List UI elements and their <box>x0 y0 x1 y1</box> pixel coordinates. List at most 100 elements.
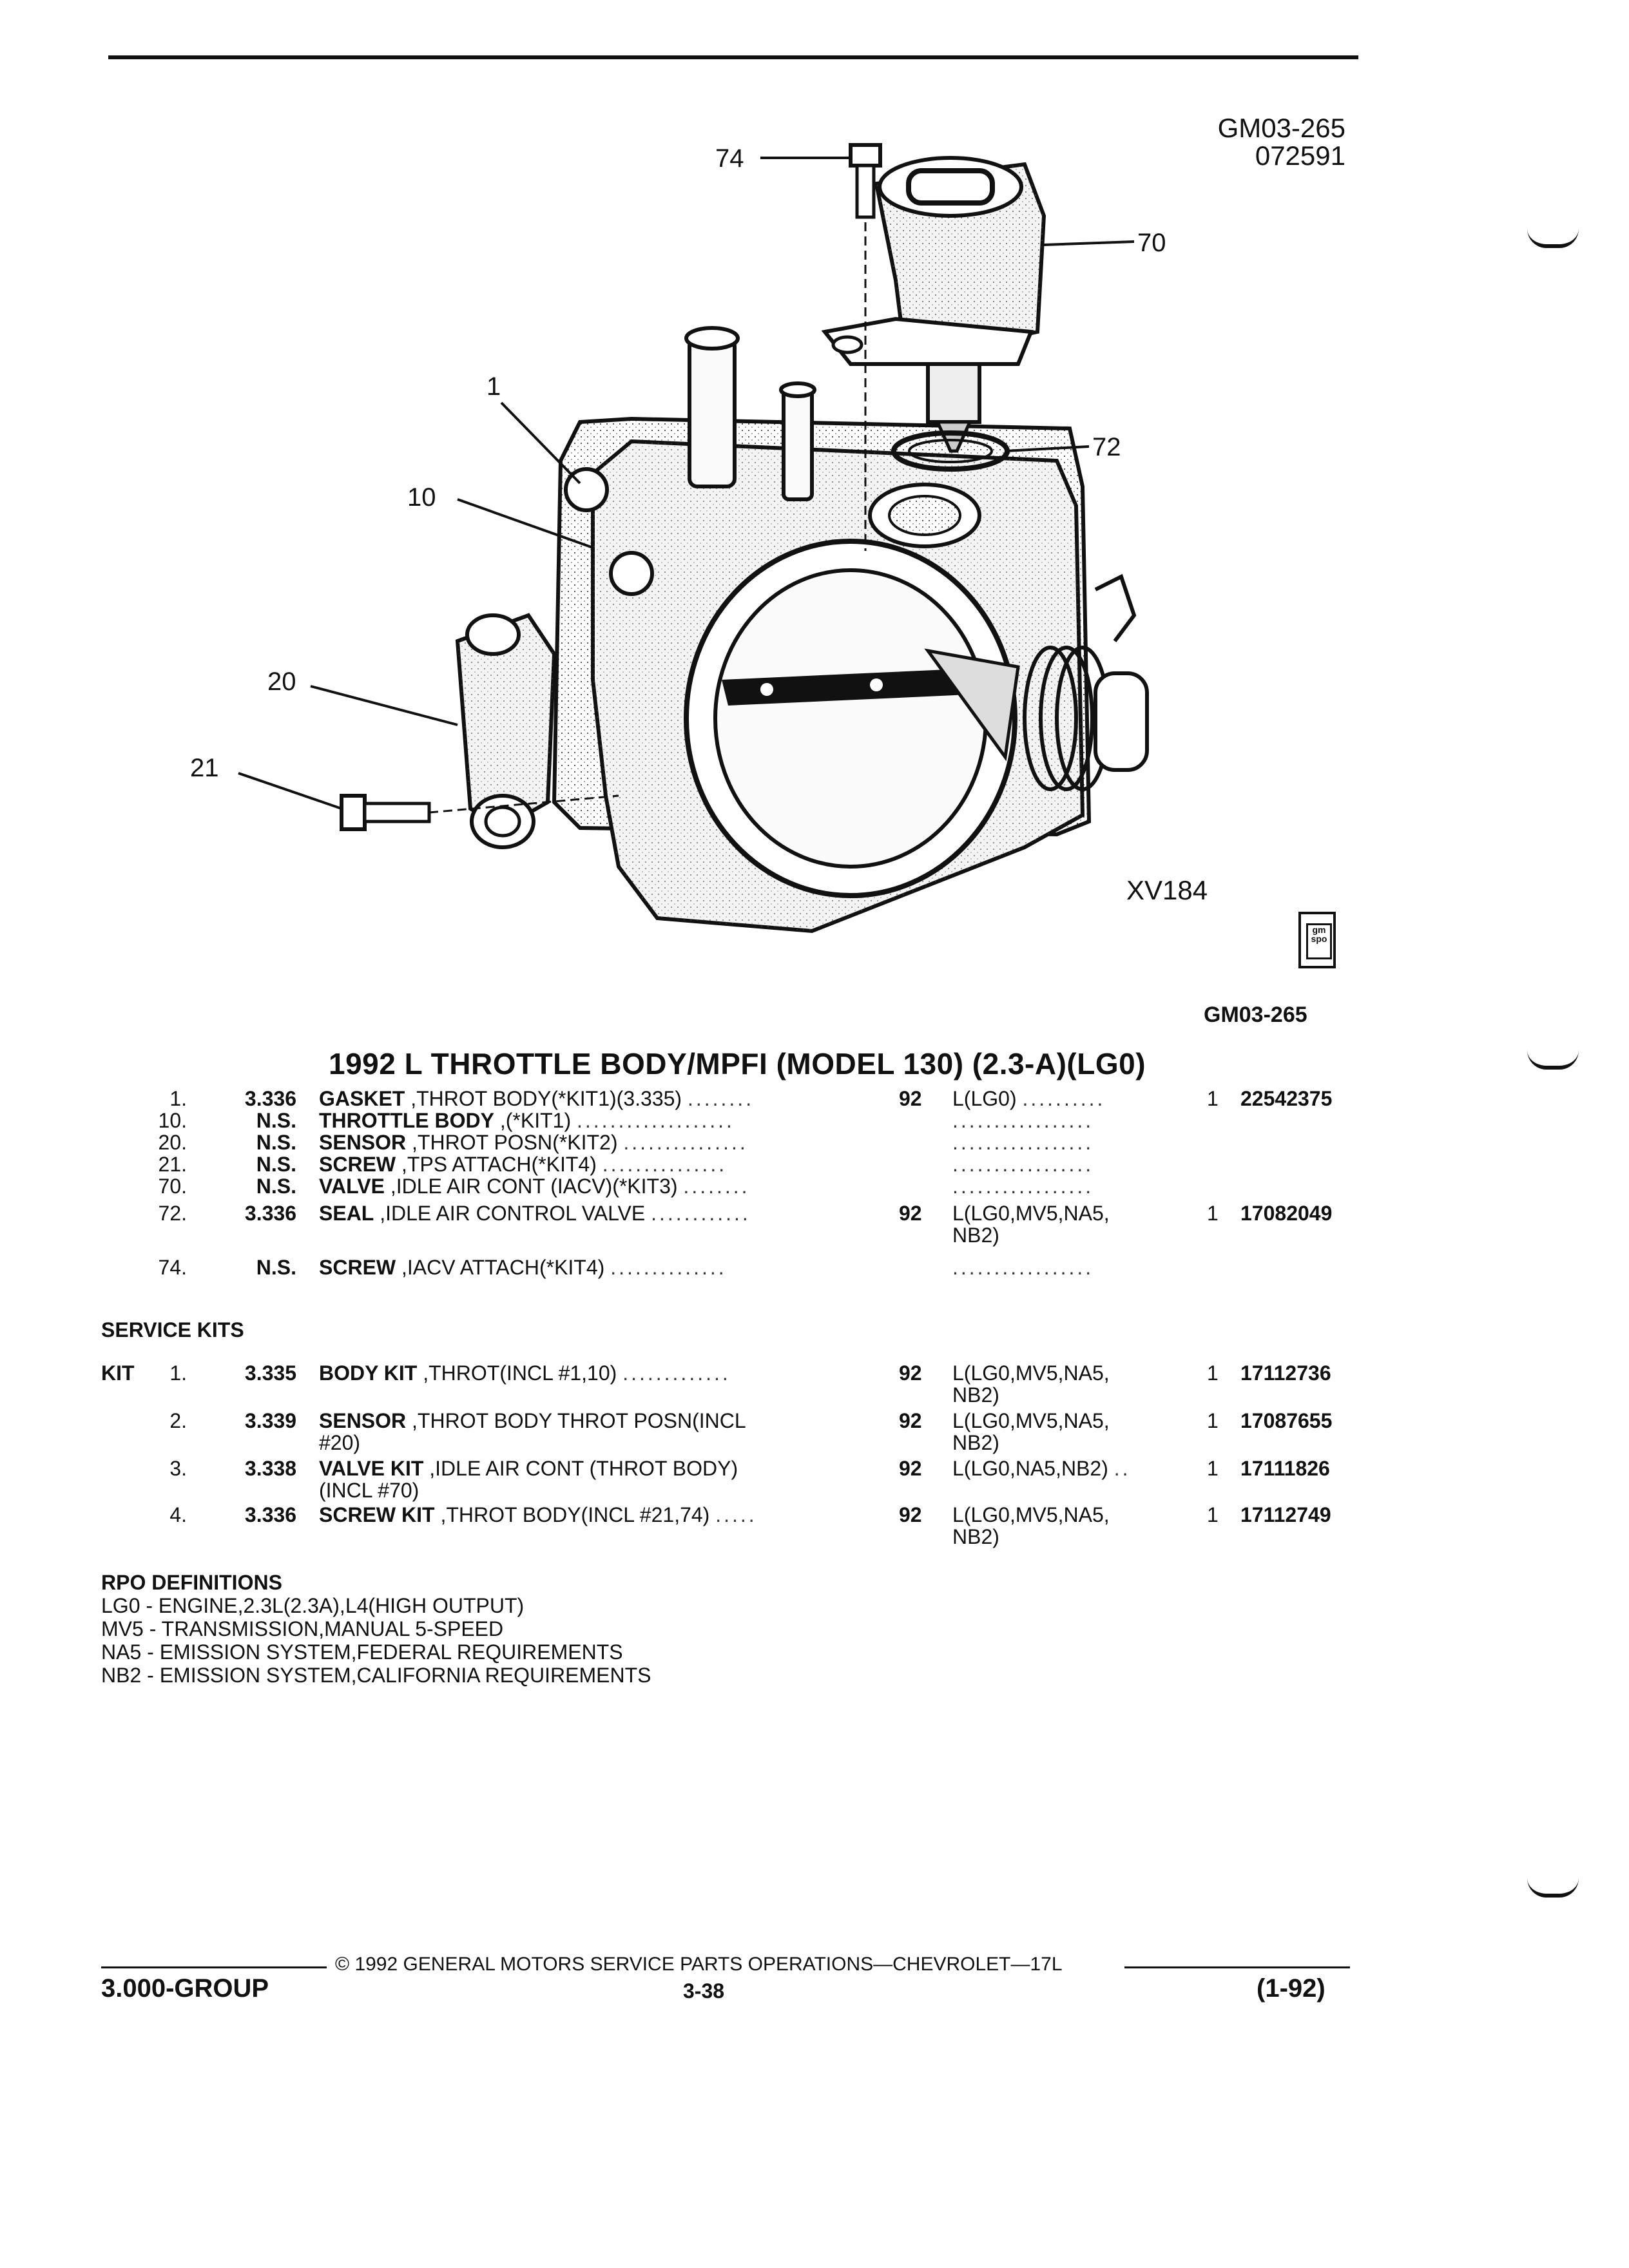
kit-app: L(LG0,MV5,NA5, <box>952 1409 1110 1432</box>
part-desc: SENSOR ,THROT POSN(*KIT2) ..............… <box>319 1131 748 1154</box>
part-key: 70. <box>158 1175 187 1198</box>
callout-70: 70 <box>1137 229 1166 257</box>
kit-ref: 3.338 <box>244 1457 296 1480</box>
kit-desc-continued: (INCL #70) <box>319 1479 419 1502</box>
part-desc-text: ,(*KIT1) <box>499 1109 572 1132</box>
kit-year: 92 <box>899 1409 922 1432</box>
part-ref: N.S. <box>256 1109 296 1132</box>
part-app-continued: NB2) <box>952 1224 999 1247</box>
rpo-line: NB2 - EMISSION SYSTEM,CALIFORNIA REQUIRE… <box>101 1664 651 1687</box>
callout-21: 21 <box>190 754 219 782</box>
part-qty: 1 <box>1207 1087 1219 1110</box>
part-name: SCREW <box>319 1153 396 1176</box>
part-desc-text: ,THROT POSN(*KIT2) <box>412 1131 618 1154</box>
illustration-code-secondary: GM03-265 <box>1204 1003 1307 1027</box>
kit-app: L(LG0,NA5,NB2) .. <box>952 1457 1131 1480</box>
part-name: VALVE <box>319 1175 385 1198</box>
kit-label: KIT <box>101 1361 135 1385</box>
service-kits-heading: SERVICE KITS <box>101 1318 244 1341</box>
kit-desc-continued: #20) <box>319 1431 361 1454</box>
part-qty: 1 <box>1207 1202 1219 1225</box>
part-desc: GASKET ,THROT BODY(*KIT1)(3.335) .......… <box>319 1087 755 1110</box>
margin-mark <box>1527 1878 1579 1898</box>
kit-name: SCREW KIT <box>319 1503 435 1526</box>
rpo-line: MV5 - TRANSMISSION,MANUAL 5-SPEED <box>101 1617 504 1640</box>
part-app-leader: ................. <box>952 1175 1094 1198</box>
part-key: 1. <box>169 1087 187 1110</box>
part-name: THROTTLE BODY <box>319 1109 494 1132</box>
part-app: L(LG0) .......... <box>952 1087 1106 1110</box>
kit-name: BODY KIT <box>319 1361 418 1385</box>
part-ref: 3.336 <box>244 1202 296 1225</box>
margin-mark <box>1527 229 1579 248</box>
kit-key: 3. <box>169 1457 187 1480</box>
kit-app-continued: NB2) <box>952 1525 999 1548</box>
part-desc-text: ,IACV ATTACH(*KIT4) <box>401 1256 605 1279</box>
part-desc-text: ,IDLE AIR CONT (IACV)(*KIT3) <box>390 1175 678 1198</box>
footer-rule-left <box>101 1966 327 1968</box>
part-name: SEAL <box>319 1202 374 1225</box>
footer-copyright: © 1992 GENERAL MOTORS SERVICE PARTS OPER… <box>335 1954 1063 1975</box>
margin-mark <box>1527 1050 1579 1070</box>
part-ref: N.S. <box>256 1131 296 1154</box>
kit-part-number: 17087655 <box>1240 1409 1333 1432</box>
part-ref: N.S. <box>256 1153 296 1176</box>
part-desc: SEAL ,IDLE AIR CONTROL VALVE ...........… <box>319 1202 751 1225</box>
rpo-line: NA5 - EMISSION SYSTEM,FEDERAL REQUIREMEN… <box>101 1640 623 1664</box>
part-app: L(LG0,MV5,NA5, <box>952 1202 1110 1225</box>
callout-10: 10 <box>407 483 436 512</box>
illustration-code: GM03-265 <box>1217 113 1345 143</box>
kit-part-number: 17112749 <box>1240 1503 1331 1526</box>
iacv-screw <box>849 143 882 551</box>
part-key: 21. <box>158 1153 187 1176</box>
kit-key: 4. <box>169 1503 187 1526</box>
callout-20: 20 <box>267 668 296 696</box>
top-rule <box>108 55 1358 59</box>
kit-qty: 1 <box>1207 1409 1219 1432</box>
part-desc: VALVE ,IDLE AIR CONT (IACV)(*KIT3) .....… <box>319 1175 750 1198</box>
callout-74: 74 <box>715 144 744 173</box>
part-desc-text: ,IDLE AIR CONTROL VALVE <box>380 1202 646 1225</box>
kit-desc: VALVE KIT ,IDLE AIR CONT (THROT BODY) <box>319 1457 738 1479</box>
part-app-leader: ................. <box>952 1131 1094 1154</box>
footer-revision: (1-92) <box>1257 1974 1325 2003</box>
kit-qty: 1 <box>1207 1361 1219 1385</box>
kit-app: L(LG0,MV5,NA5, <box>952 1361 1110 1385</box>
part-name: SCREW <box>319 1256 396 1279</box>
view-code: XV184 <box>1126 875 1208 905</box>
callout-72: 72 <box>1092 433 1121 461</box>
kit-desc: SENSOR ,THROT BODY THROT POSN(INCL <box>319 1410 746 1432</box>
footer-page-number: 3-38 <box>683 1979 725 2003</box>
part-key: 74. <box>158 1256 187 1279</box>
throttle-body <box>564 326 1149 934</box>
kit-desc-text: ,THROT BODY THROT POSN(INCL <box>412 1409 746 1432</box>
kit-desc-text: ,THROT(INCL #1,10) <box>423 1361 617 1385</box>
throttle-body-exploded-diagram: 74 70 72 1 10 20 21 <box>190 143 1166 934</box>
part-app-leader: ................. <box>952 1153 1094 1176</box>
part-desc: SCREW ,IACV ATTACH(*KIT4) .............. <box>319 1256 727 1279</box>
kit-qty: 1 <box>1207 1457 1219 1480</box>
part-desc: SCREW ,TPS ATTACH(*KIT4) ............... <box>319 1153 728 1176</box>
kit-name: VALVE KIT <box>319 1457 424 1480</box>
kit-name: SENSOR <box>319 1409 407 1432</box>
kit-app: L(LG0,MV5,NA5, <box>952 1503 1110 1526</box>
kit-qty: 1 <box>1207 1503 1219 1526</box>
part-key: 20. <box>158 1131 187 1154</box>
idle-air-control-valve <box>821 156 1046 453</box>
part-desc-text: ,THROT BODY(*KIT1)(3.335) <box>410 1087 682 1110</box>
part-number: 17082049 <box>1240 1202 1333 1225</box>
rpo-line: LG0 - ENGINE,2.3L(2.3A),L4(HIGH OUTPUT) <box>101 1594 525 1617</box>
kit-ref: 3.336 <box>244 1503 296 1526</box>
footer-rule-right <box>1124 1966 1350 1968</box>
kit-desc-text: ,IDLE AIR CONT (THROT BODY) <box>429 1457 738 1480</box>
kit-year: 92 <box>899 1457 922 1480</box>
kit-app-text: L(LG0,NA5,NB2) <box>952 1457 1108 1480</box>
rpo-heading: RPO DEFINITIONS <box>101 1571 282 1594</box>
part-ref: 3.336 <box>244 1087 296 1110</box>
part-app-leader: ................. <box>952 1256 1094 1279</box>
part-name: SENSOR <box>319 1131 407 1154</box>
footer-group: 3.000-GROUP <box>101 1974 269 2003</box>
kit-year: 92 <box>899 1503 922 1526</box>
part-ref: N.S. <box>256 1175 296 1198</box>
kit-ref: 3.335 <box>244 1361 296 1385</box>
